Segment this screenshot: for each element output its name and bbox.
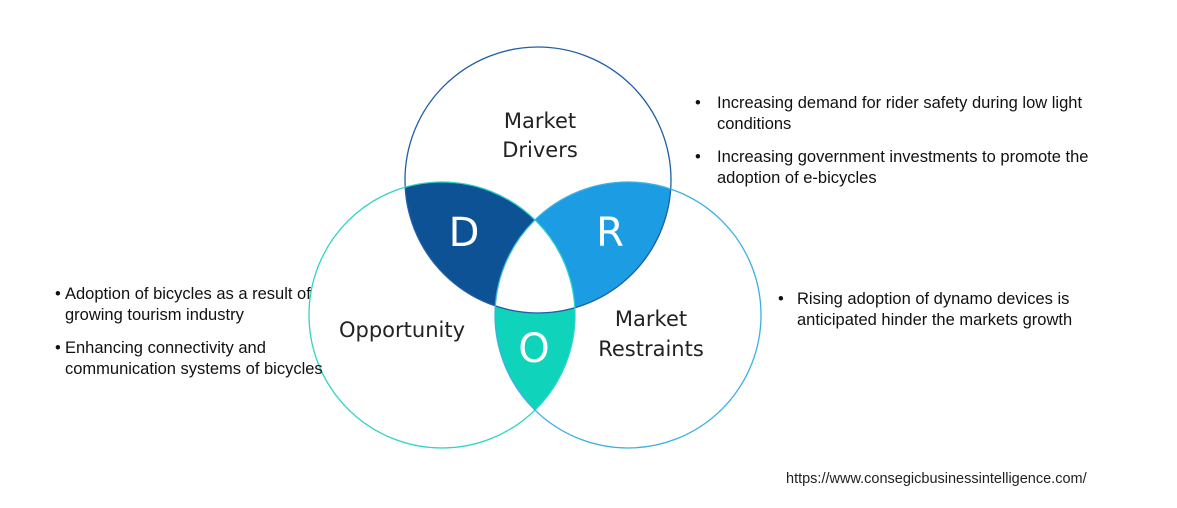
overlap-r-letter: R xyxy=(596,210,624,256)
list-item: • Adoption of bicycles as a result of gr… xyxy=(55,284,325,326)
drivers-label-line1: Market xyxy=(504,109,576,133)
list-item: • Increasing demand for rider safety dur… xyxy=(695,93,1135,135)
drivers-bullet-list: • Increasing demand for rider safety dur… xyxy=(695,93,1135,201)
drivers-label-line2: Drivers xyxy=(502,138,578,162)
list-item-text: Increasing government investments to pro… xyxy=(717,148,1089,187)
bullet-marker: • xyxy=(55,339,61,357)
opportunity-bullet-list: • Adoption of bicycles as a result of gr… xyxy=(55,284,325,392)
list-item: • Rising adoption of dynamo devices is a… xyxy=(778,289,1108,331)
overlap-r-region xyxy=(495,182,671,313)
bullet-marker: • xyxy=(778,290,784,308)
bullet-marker: • xyxy=(695,148,701,166)
bullet-marker: • xyxy=(55,285,61,303)
restraints-circle xyxy=(494,181,762,449)
bullet-marker: • xyxy=(695,94,701,112)
overlap-d-region xyxy=(405,182,575,313)
list-item-text: Rising adoption of dynamo devices is ant… xyxy=(797,290,1073,329)
list-item-text: Adoption of bicycles as a result of grow… xyxy=(65,285,311,324)
opportunity-circle xyxy=(308,181,576,449)
opportunity-label: Opportunity xyxy=(339,318,465,342)
list-item-text: Enhancing connectivity and communication… xyxy=(65,339,323,378)
restraints-bullet-list: • Rising adoption of dynamo devices is a… xyxy=(778,289,1108,331)
restraints-label-line2: Restraints xyxy=(598,337,704,361)
list-item: • Enhancing connectivity and communicati… xyxy=(55,338,325,380)
list-item: • Increasing government investments to p… xyxy=(695,147,1135,189)
overlap-d-letter: D xyxy=(449,210,480,256)
restraints-label-line1: Market xyxy=(615,307,687,331)
source-url: https://www.consegicbusinessintelligence… xyxy=(786,471,1087,487)
list-item-text: Increasing demand for rider safety durin… xyxy=(717,94,1083,133)
overlap-o-letter: O xyxy=(518,326,549,372)
drivers-circle xyxy=(404,46,672,314)
